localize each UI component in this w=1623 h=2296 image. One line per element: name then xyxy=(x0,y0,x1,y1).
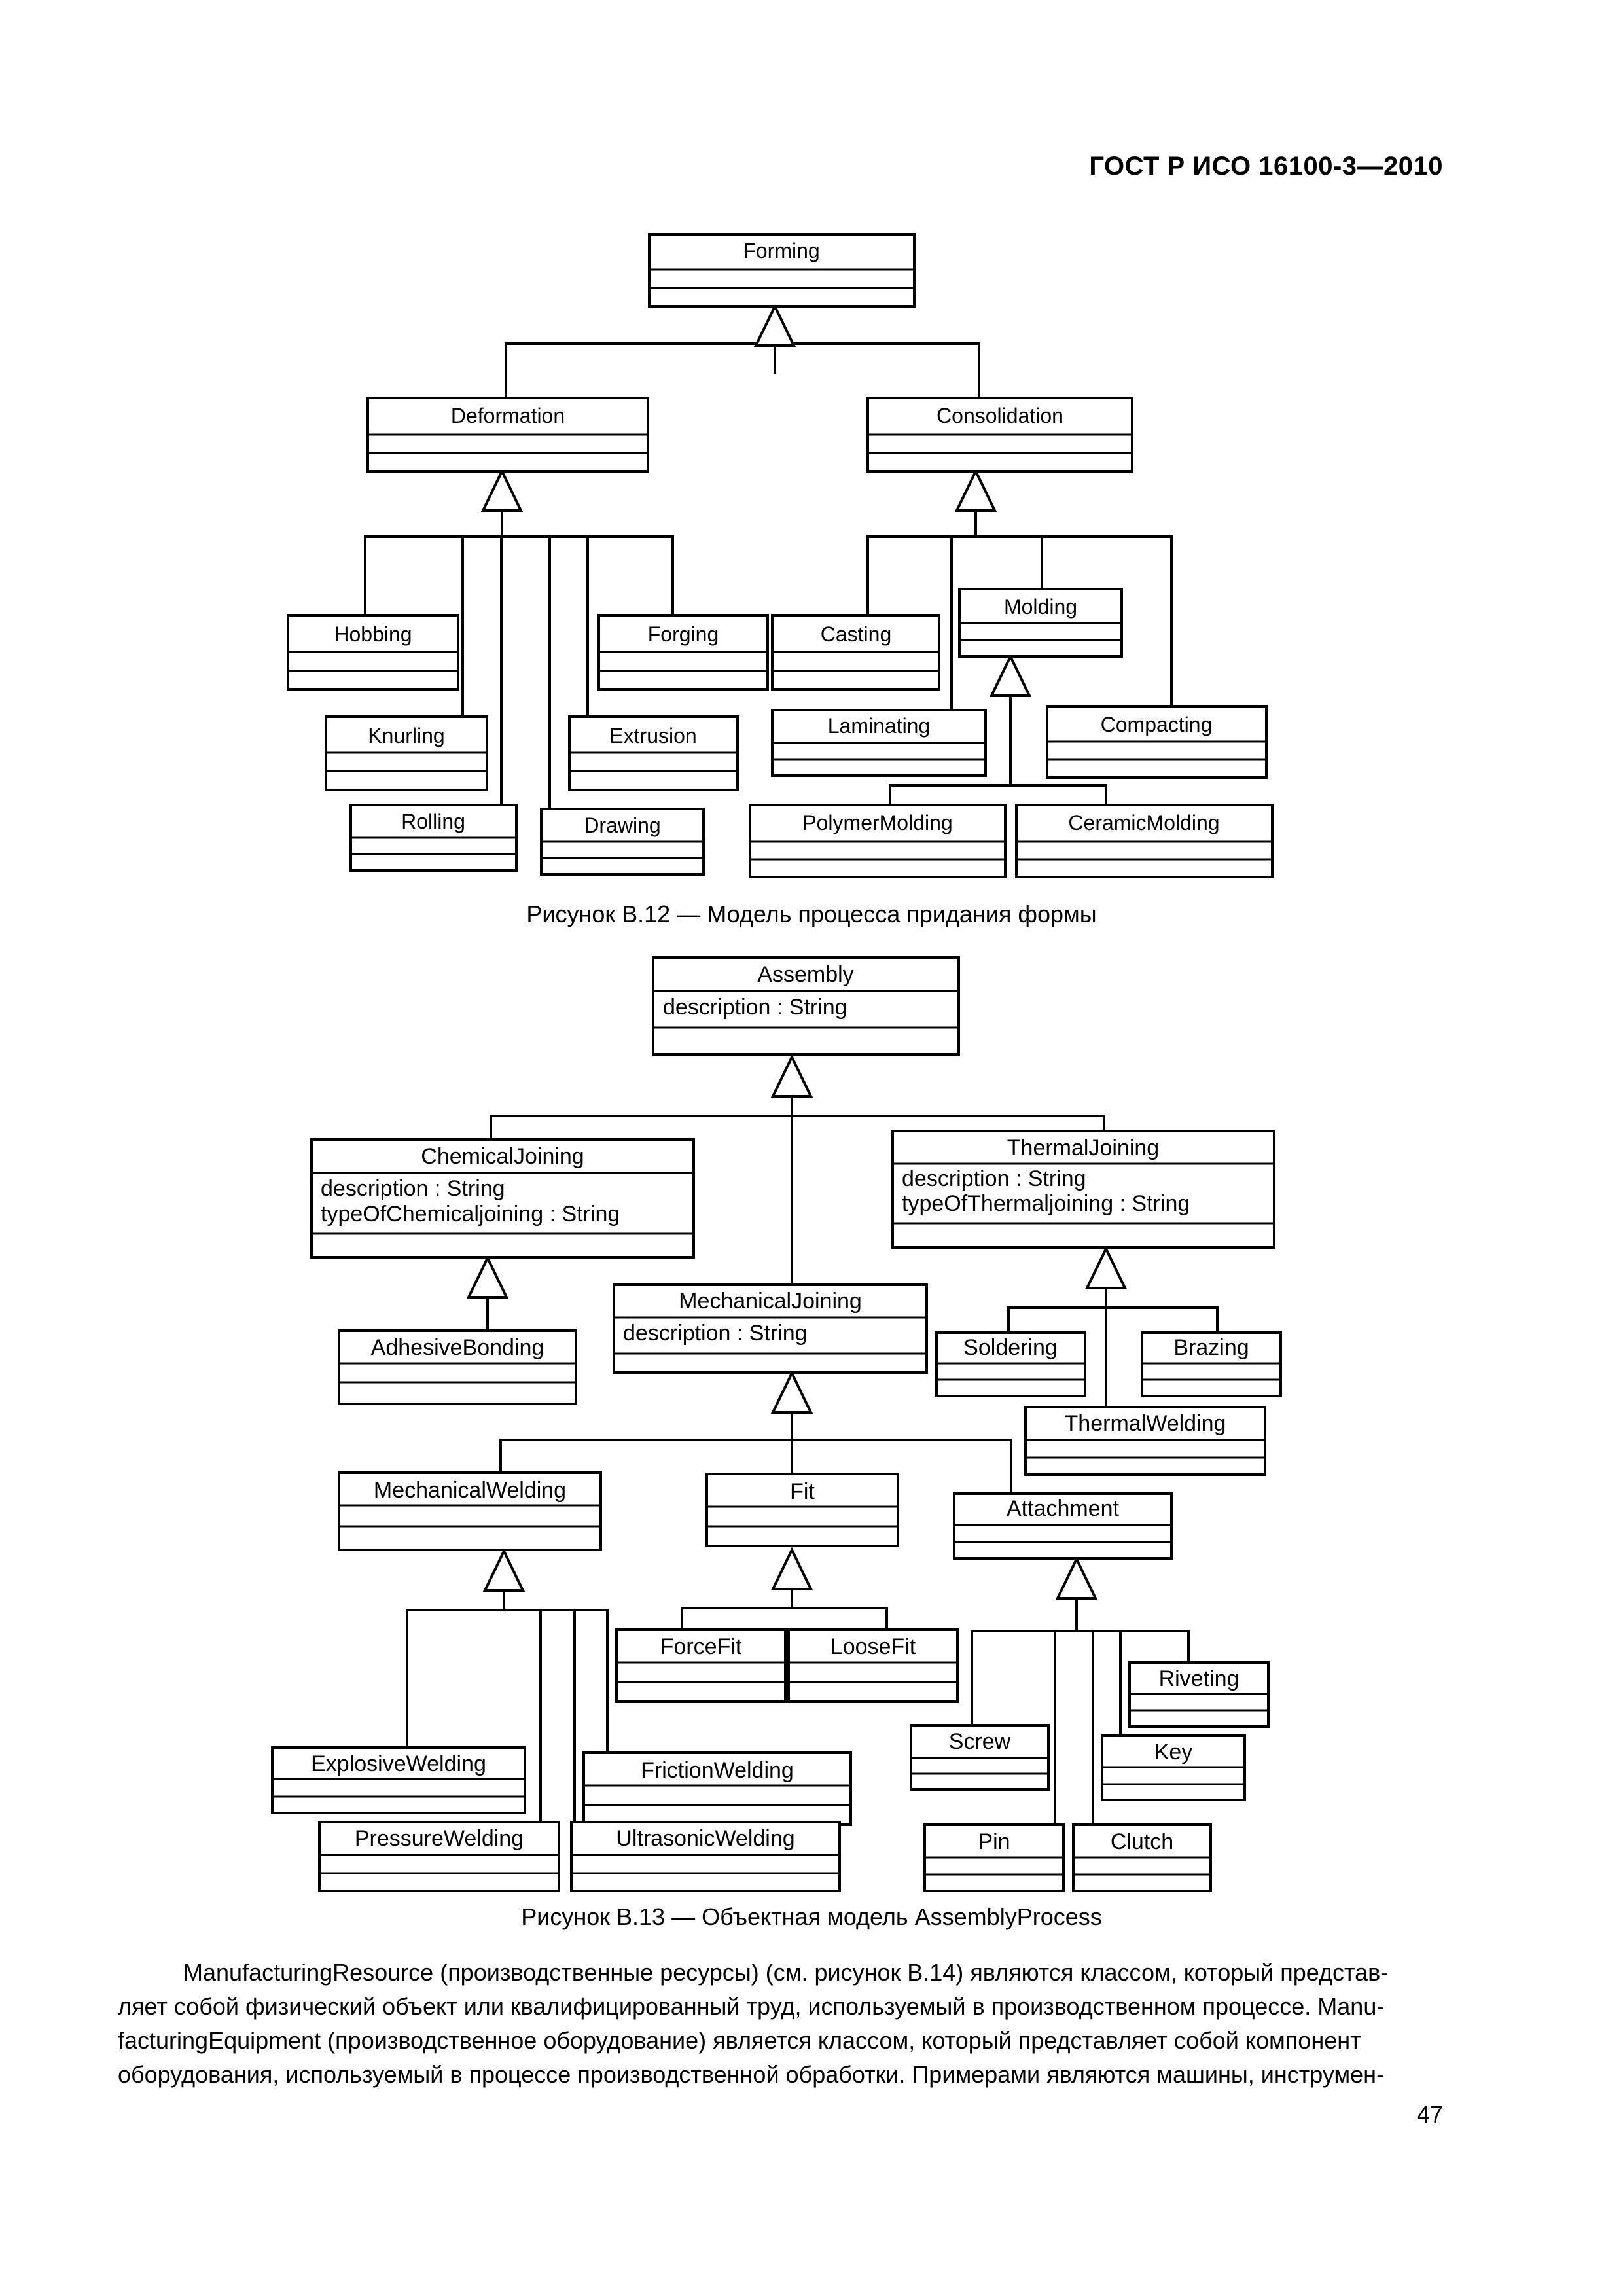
class-pressure-welding: PressureWelding xyxy=(355,1826,524,1851)
class-extrusion: Extrusion xyxy=(609,724,696,747)
body-line: ManufacturingResource (производственные … xyxy=(183,1959,1389,1986)
class-soldering: Soldering xyxy=(963,1335,1058,1360)
class-polymer-molding: PolymerMolding xyxy=(802,811,952,834)
class-laminating: Laminating xyxy=(828,714,931,738)
figure-b12-caption: Рисунок B.12 — Модель процесса придания … xyxy=(526,901,1097,927)
class-chemical-joining: ChemicalJoining xyxy=(421,1144,584,1169)
class-loose-fit: LooseFit xyxy=(830,1634,916,1659)
thermal-joining-attribute-type: typeOfThermaljoining : String xyxy=(902,1191,1190,1216)
class-attachment: Attachment xyxy=(1007,1496,1120,1521)
class-forming: Forming xyxy=(743,239,819,262)
class-casting: Casting xyxy=(821,622,892,646)
class-rolling: Rolling xyxy=(401,810,465,833)
class-deformation: Deformation xyxy=(451,404,565,427)
thermal-joining-attribute-description: description : String xyxy=(902,1166,1086,1191)
class-ultrasonic-welding: UltrasonicWelding xyxy=(616,1826,794,1851)
class-knurling: Knurling xyxy=(368,724,444,747)
class-pin: Pin xyxy=(978,1829,1010,1854)
page-number: 47 xyxy=(1416,2101,1443,2128)
class-clutch: Clutch xyxy=(1111,1829,1173,1854)
figure-b13-diagram: Assembly ChemicalJoining ThermalJoining … xyxy=(271,956,1282,1892)
class-brazing: Brazing xyxy=(1173,1335,1249,1360)
body-line: ляет собой физический объект или квалифи… xyxy=(118,1993,1385,2020)
class-riveting: Riveting xyxy=(1159,1666,1240,1691)
class-adhesive-bonding: AdhesiveBonding xyxy=(371,1335,544,1360)
class-explosive-welding: ExplosiveWelding xyxy=(311,1751,486,1776)
class-hobbing: Hobbing xyxy=(334,622,412,646)
mechanical-joining-attribute-description: description : String xyxy=(623,1321,808,1346)
class-mechanical-joining: MechanicalJoining xyxy=(679,1289,862,1314)
class-key: Key xyxy=(1154,1740,1193,1765)
class-screw: Screw xyxy=(949,1729,1011,1754)
body-paragraph: ManufacturingResource (производственные … xyxy=(118,1956,1446,2092)
class-forging: Forging xyxy=(648,622,719,646)
class-thermal-joining: ThermalJoining xyxy=(1007,1136,1159,1160)
figure-b13-caption: Рисунок B.13 — Объектная модель Assembly… xyxy=(521,1903,1102,1930)
class-thermal-welding: ThermalWelding xyxy=(1065,1411,1226,1436)
figure-b12-diagram: Forming Deformation Consolidation Hobbin… xyxy=(287,233,1274,878)
class-drawing: Drawing xyxy=(584,814,660,837)
class-compacting: Compacting xyxy=(1101,713,1213,736)
class-consolidation: Consolidation xyxy=(936,404,1063,427)
class-friction-welding: FrictionWelding xyxy=(641,1758,794,1783)
assembly-attribute-description: description : String xyxy=(663,995,847,1020)
standard-designation: ГОСТ Р ИСО 16100-3—2010 xyxy=(1089,152,1443,181)
class-ceramic-molding: CeramicMolding xyxy=(1068,811,1219,834)
class-force-fit: ForceFit xyxy=(660,1634,742,1659)
body-line: оборудования, используемый в процессе пр… xyxy=(118,2061,1385,2088)
class-fit: Fit xyxy=(790,1479,815,1504)
class-mechanical-welding: MechanicalWelding xyxy=(374,1478,566,1503)
class-assembly: Assembly xyxy=(757,962,853,987)
chemical-joining-attribute-type: typeOfChemicaljoining : String xyxy=(321,1202,620,1227)
body-line: facturingEquipment (производственное обо… xyxy=(118,2027,1361,2054)
class-molding: Molding xyxy=(1004,595,1077,619)
chemical-joining-attribute-description: description : String xyxy=(321,1176,505,1201)
